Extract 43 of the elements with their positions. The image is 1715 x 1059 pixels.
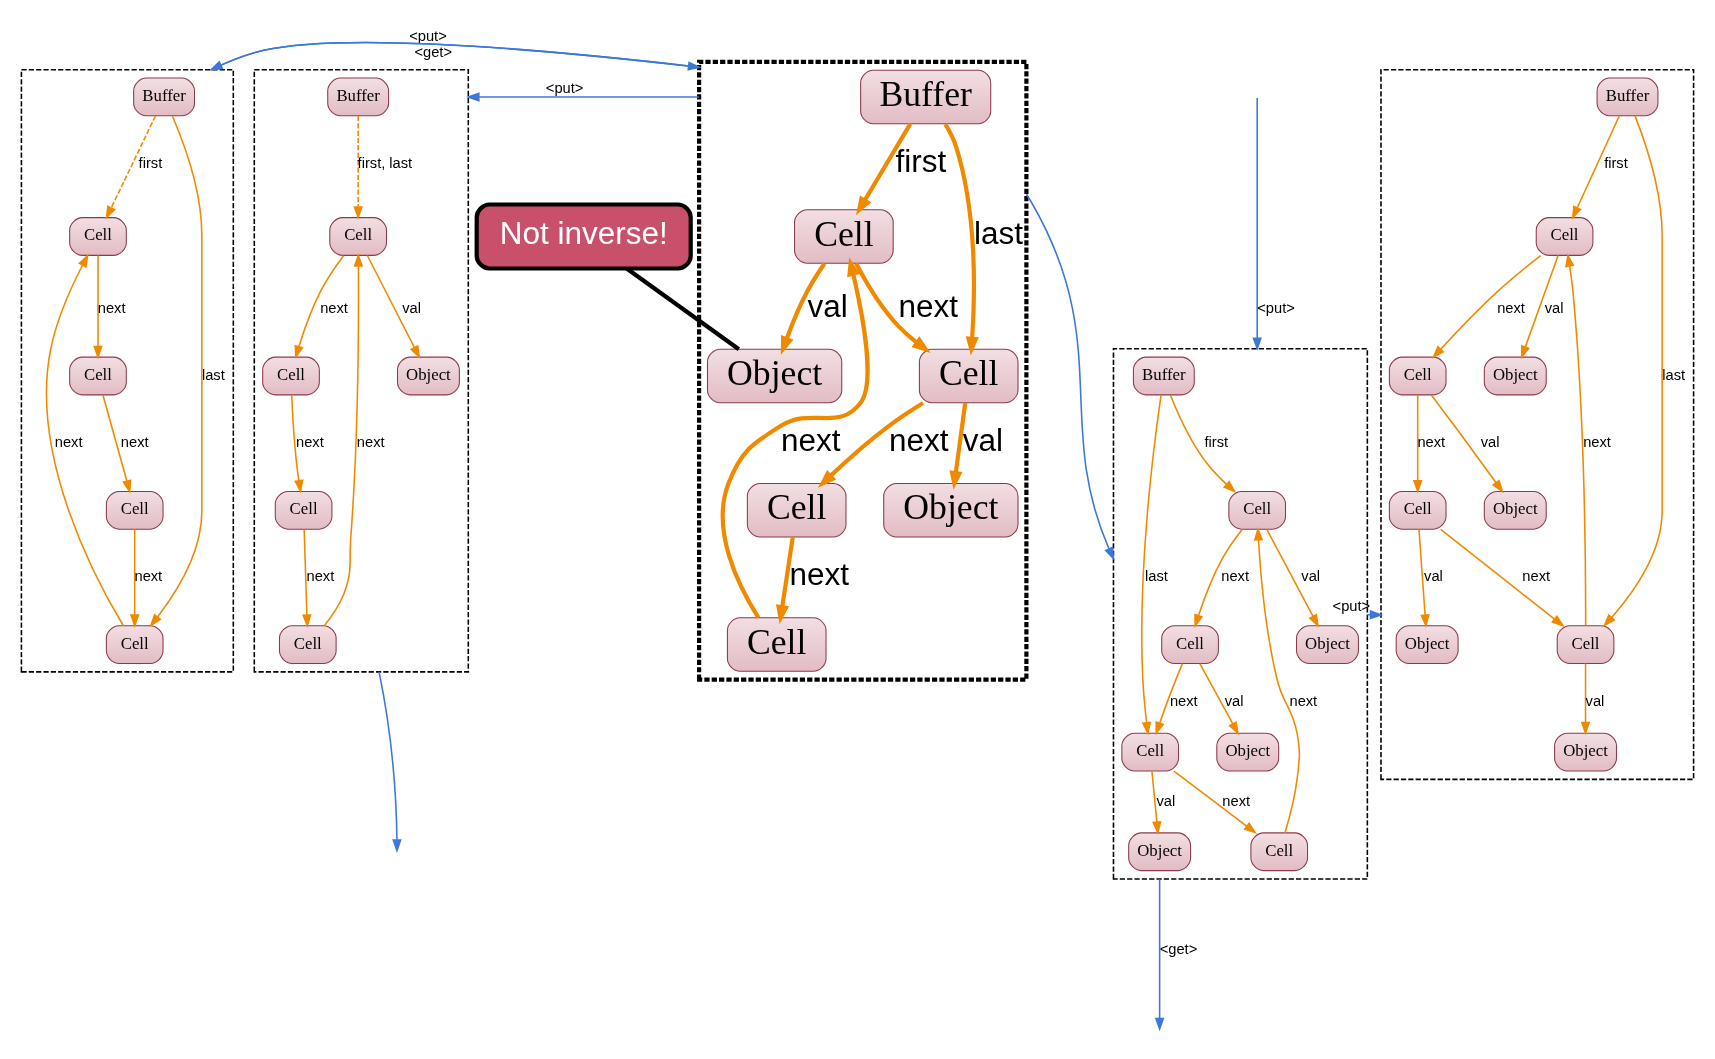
edge-label: last <box>201 366 225 383</box>
edge-label: next <box>54 434 83 451</box>
edge-label: next <box>120 434 149 451</box>
edge-label: next <box>134 568 163 585</box>
edge-label: next <box>1169 693 1198 710</box>
edge-label: next <box>1417 434 1446 451</box>
edge-label: val <box>402 299 422 316</box>
edge-label: val <box>1544 299 1564 316</box>
edge-label: next <box>898 288 959 324</box>
edge-label: <get> <box>414 43 453 60</box>
edge-label: val <box>1156 792 1176 809</box>
edge-label: next <box>1583 434 1611 451</box>
edge-label: first <box>138 154 163 171</box>
edge-label: next <box>306 568 335 585</box>
edge-label: <get> <box>1159 940 1198 957</box>
edge-label: val <box>1224 693 1244 710</box>
edge-label: next <box>781 423 841 459</box>
edge-label: next <box>1522 568 1551 585</box>
edge-label: next <box>1289 693 1318 710</box>
edge-label: first, last <box>357 154 413 171</box>
edge-label: <put> <box>1332 597 1371 614</box>
edge-label: last <box>974 216 1024 252</box>
edge-label: next <box>1221 568 1250 585</box>
edge-label: next <box>889 423 949 459</box>
edge-label: val <box>1301 568 1321 585</box>
edge-label: <put> <box>409 27 447 44</box>
edge-label: next <box>1222 792 1251 809</box>
edge-label: <put> <box>1257 299 1295 316</box>
edge-label: first <box>1204 434 1229 451</box>
edge-label: val <box>807 288 848 324</box>
edge-label: val <box>962 423 1003 459</box>
edge-label: next <box>356 434 385 451</box>
edge-label: next <box>1497 299 1525 316</box>
edge-label: val <box>1480 434 1500 451</box>
edge-label: <put> <box>545 79 584 96</box>
edge-label: next <box>789 557 849 593</box>
edge-label: first <box>1604 154 1628 171</box>
edge-label: last <box>1662 366 1686 383</box>
edge-label: first <box>895 143 947 179</box>
edge-label: next <box>320 299 348 316</box>
edge-label: val <box>1424 568 1443 585</box>
edge-label: next <box>296 434 324 451</box>
edge-label: last <box>1145 568 1168 585</box>
